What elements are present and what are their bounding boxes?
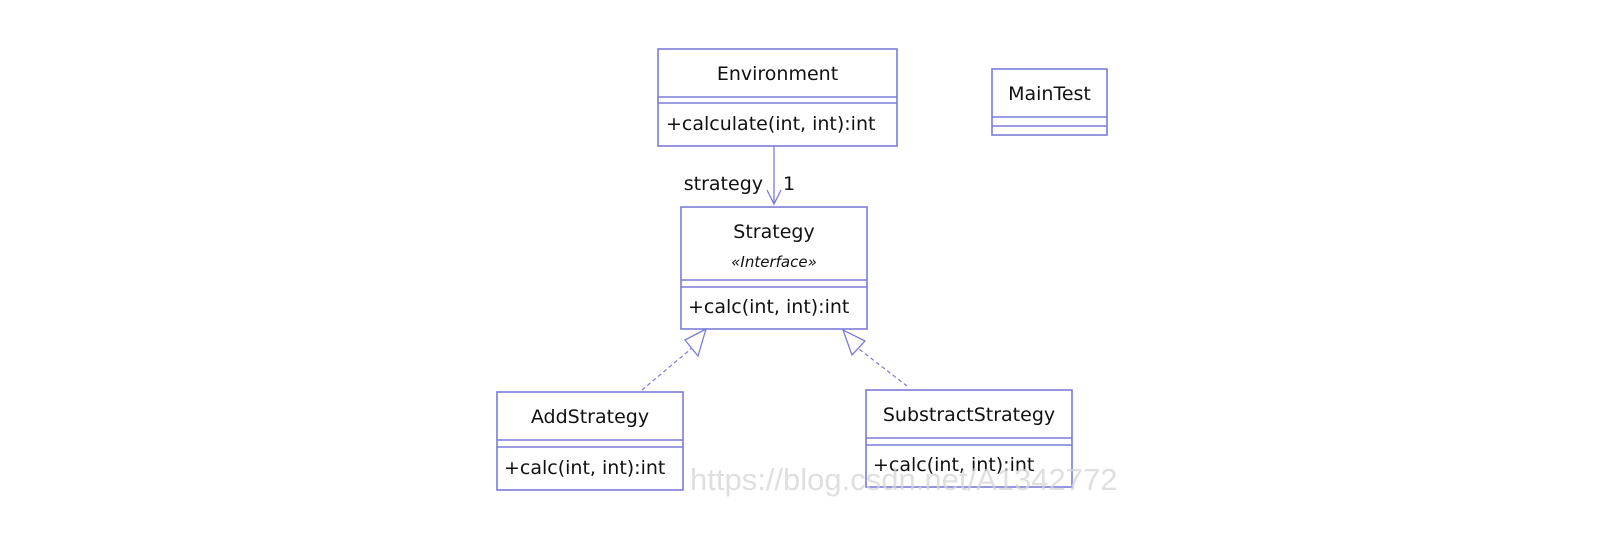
realization-addstrategy-arrowhead bbox=[683, 327, 708, 358]
class-strategy: Strategy «Interface» +calc(int, int):int bbox=[680, 206, 868, 330]
class-maintest: MainTest bbox=[991, 68, 1108, 136]
class-environment-name: Environment bbox=[717, 63, 838, 85]
class-substractstrategy: SubstractStrategy +calc(int, int):int bbox=[865, 389, 1073, 488]
association-arrowhead bbox=[766, 189, 782, 206]
class-maintest-box bbox=[991, 68, 1108, 136]
realization-substractstrategy-arrowhead bbox=[841, 328, 867, 357]
class-addstrategy-operation: +calc(int, int):int bbox=[504, 457, 665, 479]
class-addstrategy-box bbox=[496, 391, 684, 491]
class-addstrategy-name: AddStrategy bbox=[531, 406, 649, 428]
class-environment: Environment +calculate(int, int):int bbox=[657, 48, 898, 147]
association-role-label: strategy bbox=[684, 173, 763, 195]
class-strategy-operation: +calc(int, int):int bbox=[688, 296, 849, 318]
association-environment-strategy: strategy 1 bbox=[684, 146, 795, 206]
realization-substractstrategy bbox=[841, 328, 908, 387]
class-substractstrategy-name: SubstractStrategy bbox=[883, 404, 1055, 426]
class-addstrategy: AddStrategy +calc(int, int):int bbox=[496, 391, 684, 491]
class-environment-operation: +calculate(int, int):int bbox=[666, 113, 875, 135]
realization-addstrategy bbox=[641, 327, 708, 391]
class-strategy-stereotype: «Interface» bbox=[731, 253, 817, 271]
association-multiplicity-label: 1 bbox=[783, 173, 795, 195]
class-maintest-name: MainTest bbox=[1008, 83, 1091, 105]
class-strategy-name: Strategy bbox=[733, 221, 814, 243]
class-strategy-box bbox=[680, 206, 868, 330]
realization-addstrategy-line bbox=[641, 347, 693, 391]
class-substractstrategy-operation: +calc(int, int):int bbox=[873, 454, 1034, 476]
watermark-text: https://blog.csdn.net/A1342772 bbox=[690, 462, 1117, 497]
realization-substractstrategy-line bbox=[858, 348, 908, 387]
